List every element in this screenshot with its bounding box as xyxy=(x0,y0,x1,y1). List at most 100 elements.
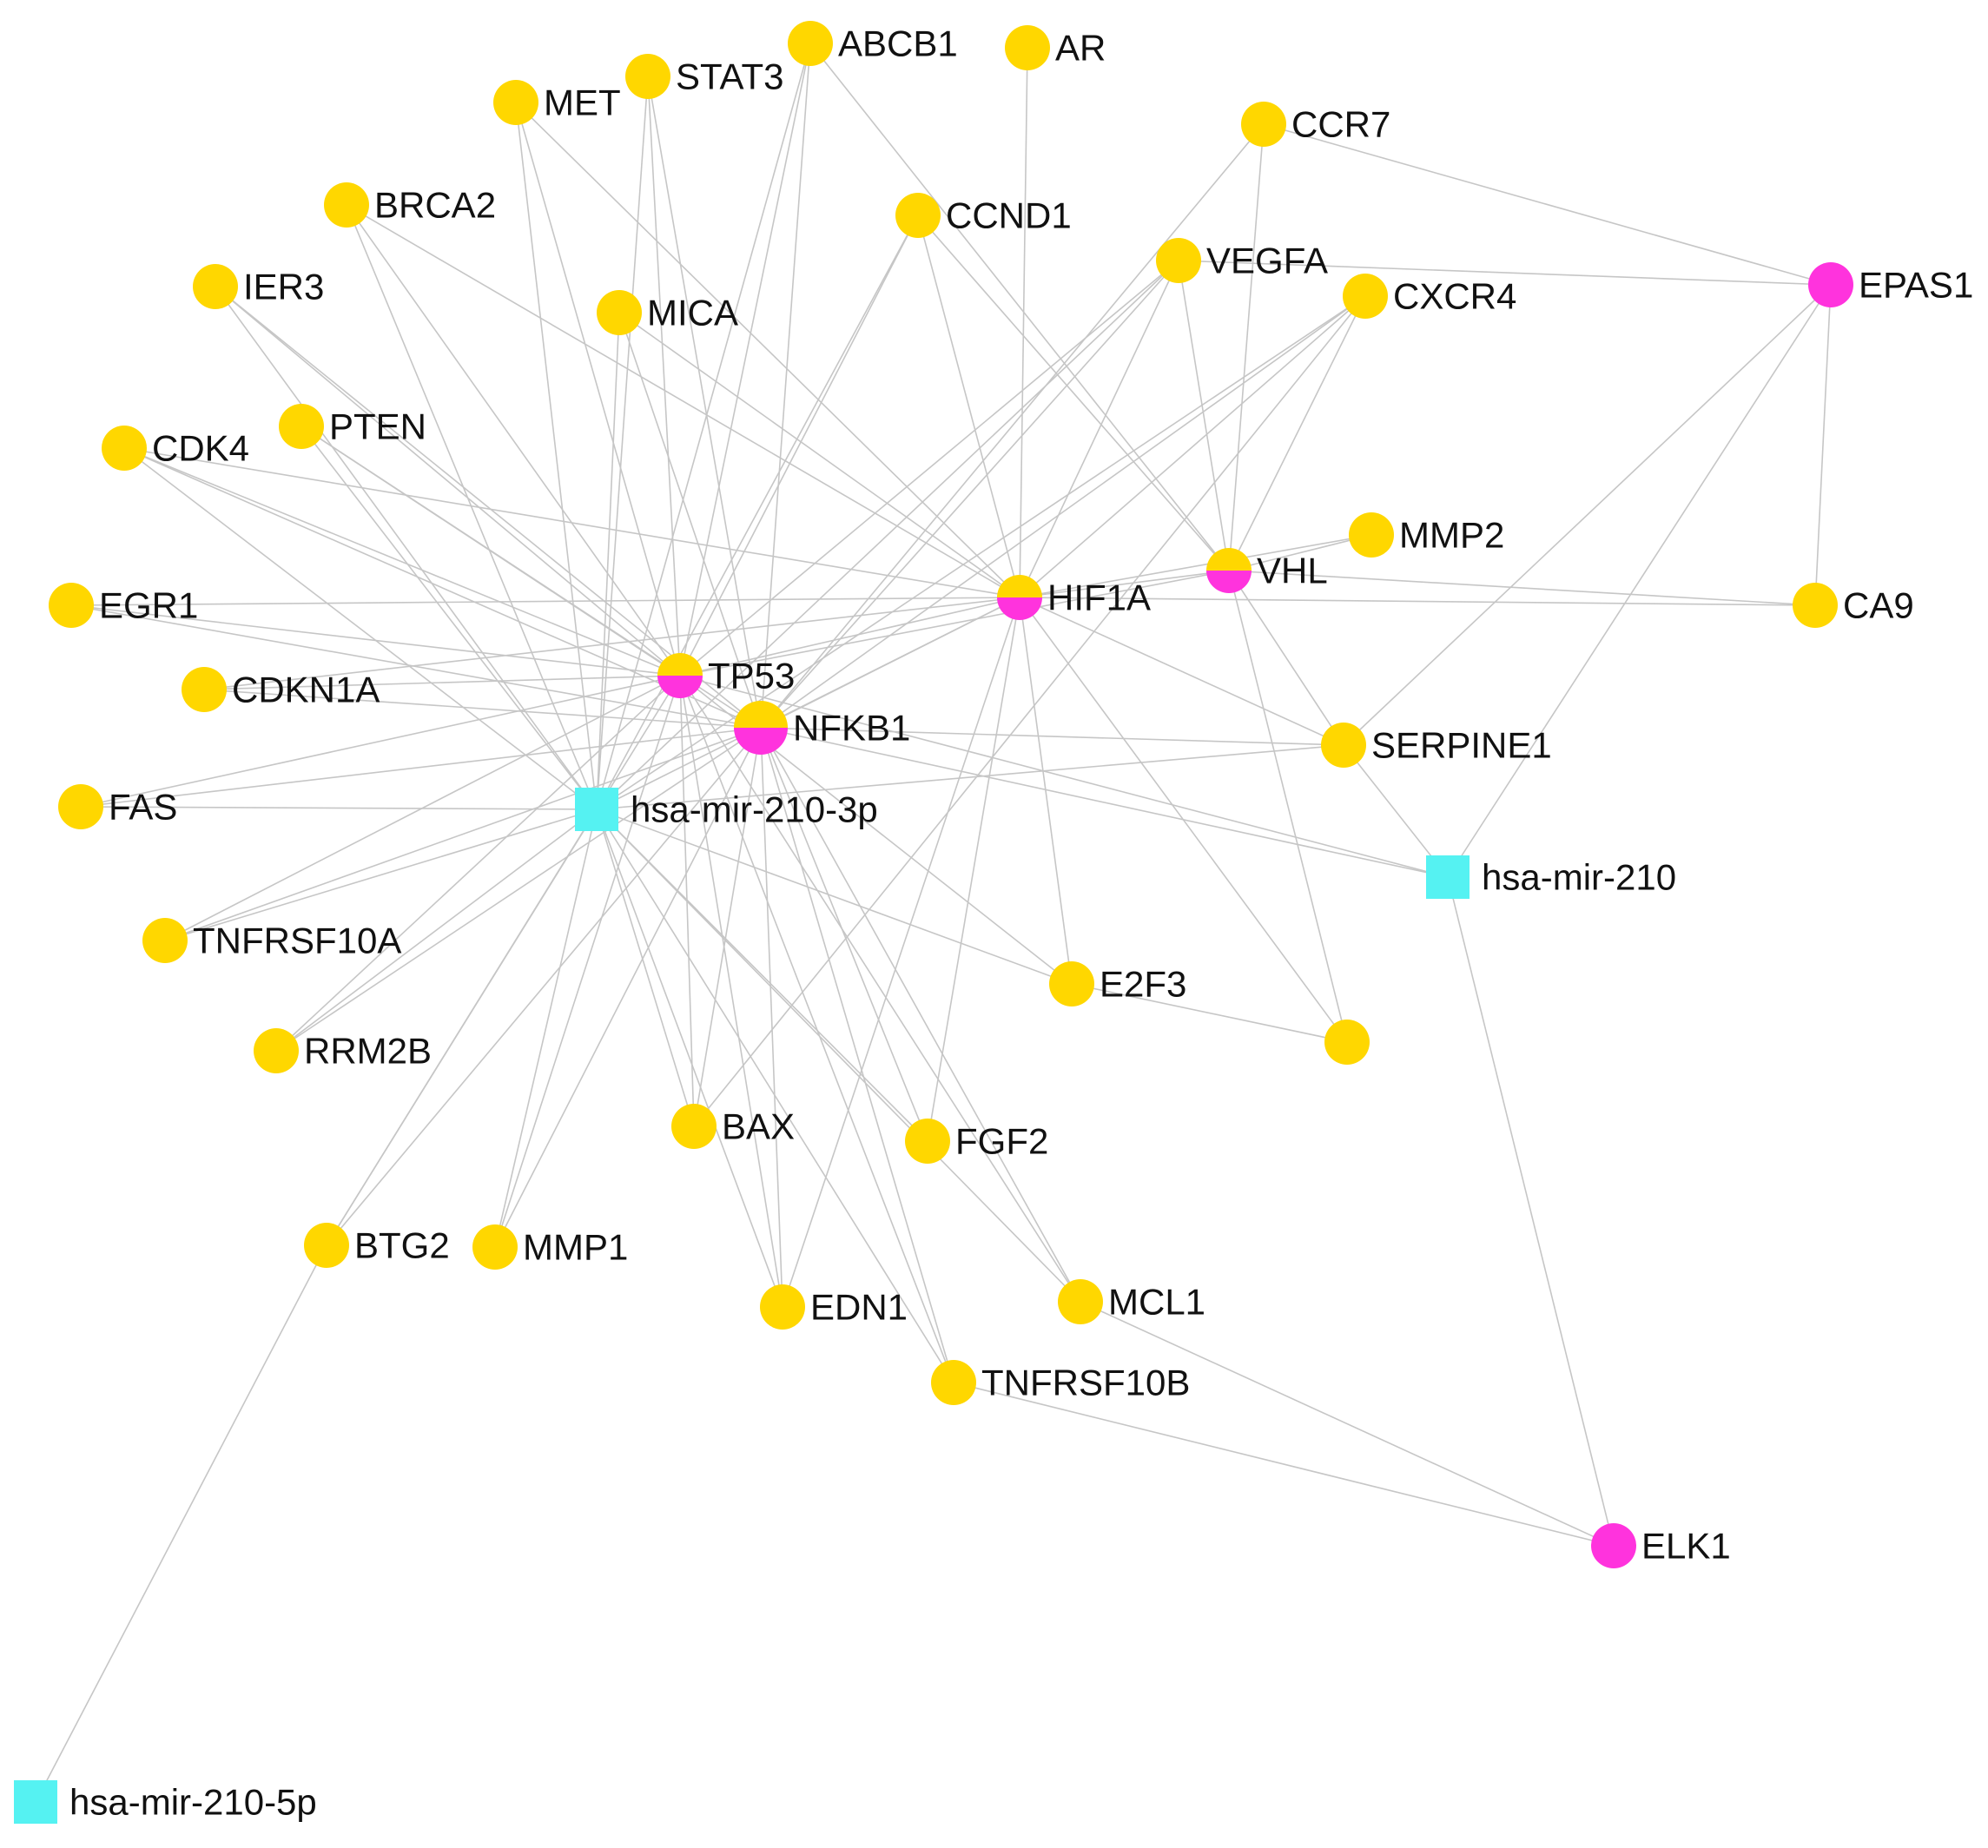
node-btg2[interactable]: BTG2 xyxy=(304,1223,450,1268)
node-cxcr4[interactable]: CXCR4 xyxy=(1343,274,1516,319)
edge-nfkb1-abcb1 xyxy=(760,43,811,729)
edge-mir3p-vegfa xyxy=(596,260,1179,810)
edge-mir3p-mmp1 xyxy=(494,808,598,1248)
edge-hif1a-e2f3 xyxy=(1019,597,1073,985)
edge-tp53-mcl1 xyxy=(679,675,1081,1303)
node-unlabeled-gene[interactable] xyxy=(1324,1020,1370,1065)
edge-tp53-cdk4 xyxy=(123,447,681,676)
edge-mir3p-ccnd1 xyxy=(596,214,919,810)
tf-half-marker xyxy=(997,597,1042,620)
node-label: STAT3 xyxy=(676,56,783,97)
edge-nfkb1-ier3 xyxy=(215,286,762,729)
node-hif1a[interactable]: HIF1A xyxy=(997,575,1151,620)
node-edn1[interactable]: EDN1 xyxy=(760,1284,908,1330)
gene-circle-marker xyxy=(102,426,147,471)
gene-circle-marker xyxy=(49,583,94,628)
node-pten[interactable]: PTEN xyxy=(279,404,426,449)
gene-half-marker xyxy=(734,701,788,728)
edge-tp53-abcb1 xyxy=(679,43,811,676)
edge-vhl-mmp2 xyxy=(1228,534,1372,571)
node-fas[interactable]: FAS xyxy=(58,784,177,829)
node-mmp2[interactable]: MMP2 xyxy=(1349,512,1504,558)
edge-vhl-unlabeled xyxy=(1228,570,1348,1043)
gene-circle-marker xyxy=(1343,274,1388,319)
tf-half-marker xyxy=(1206,571,1252,593)
node-label: IER3 xyxy=(243,267,324,307)
node-met[interactable]: MET xyxy=(493,80,621,125)
node-mcl1[interactable]: MCL1 xyxy=(1058,1279,1205,1324)
edge-tp53-cdkn1a xyxy=(203,675,681,690)
edge-mir210-tp53 xyxy=(679,675,1449,878)
gene-circle-marker xyxy=(625,54,670,99)
node-serpine1[interactable]: SERPINE1 xyxy=(1321,723,1552,768)
gene-circle-marker xyxy=(760,1284,805,1330)
mirna-square-marker xyxy=(575,788,618,831)
edge-mir3p-pten xyxy=(301,426,598,810)
node-label: BAX xyxy=(722,1106,795,1147)
node-brca2[interactable]: BRCA2 xyxy=(324,182,496,228)
gene-circle-marker xyxy=(1349,512,1394,558)
node-bax[interactable]: BAX xyxy=(671,1104,795,1149)
node-ca9[interactable]: CA9 xyxy=(1793,583,1914,628)
gene-circle-marker xyxy=(304,1223,349,1268)
node-ccr7[interactable]: CCR7 xyxy=(1241,102,1390,147)
node-cdk4[interactable]: CDK4 xyxy=(102,426,249,471)
edge-mir3p-bax xyxy=(596,808,695,1127)
edge-mir210-serpine1 xyxy=(1343,744,1449,878)
node-tp53[interactable]: TP53 xyxy=(657,653,795,698)
edge-tp53-ccnd1 xyxy=(679,214,919,676)
node-hsa-mir-210-3p[interactable]: hsa-mir-210-3p xyxy=(575,788,878,831)
node-label: HIF1A xyxy=(1047,578,1151,618)
edge-tp53-ier3 xyxy=(215,286,681,676)
node-stat3[interactable]: STAT3 xyxy=(625,54,783,99)
gene-circle-marker xyxy=(895,193,941,238)
node-abcb1[interactable]: ABCB1 xyxy=(788,21,958,66)
edge-hif1a-cdk4 xyxy=(123,447,1020,598)
node-label: VEGFA xyxy=(1206,241,1328,281)
node-fgf2[interactable]: FGF2 xyxy=(905,1119,1048,1164)
node-label: AR xyxy=(1055,28,1106,69)
edge-mir3p-brca2 xyxy=(346,204,598,810)
tf-circle-marker xyxy=(1591,1523,1636,1568)
node-cdkn1a[interactable]: CDKN1A xyxy=(182,667,380,712)
edge-epas1-ca9 xyxy=(1814,284,1832,606)
edge-mir3p-rrm2b xyxy=(275,808,598,1052)
edge-tp53-edn1 xyxy=(679,675,783,1308)
edge-mir3p-e2f3 xyxy=(596,808,1073,985)
node-hsa-mir-210-5p[interactable]: hsa-mir-210-5p xyxy=(14,1780,317,1824)
node-hsa-mir-210[interactable]: hsa-mir-210 xyxy=(1426,855,1676,899)
node-ier3[interactable]: IER3 xyxy=(193,264,324,309)
edge-hif1a-unlabeled xyxy=(1019,597,1348,1043)
node-ar[interactable]: AR xyxy=(1005,25,1106,70)
gene-circle-marker xyxy=(931,1360,976,1405)
gene-half-marker xyxy=(997,575,1042,597)
edge-nfkb1-stat3 xyxy=(647,76,762,729)
node-vhl[interactable]: VHL xyxy=(1206,548,1328,593)
node-vegfa[interactable]: VEGFA xyxy=(1156,238,1328,283)
edge-hif1a-vegfa xyxy=(1019,260,1179,598)
node-label: MMP1 xyxy=(523,1227,628,1268)
node-nfkb1[interactable]: NFKB1 xyxy=(734,701,910,755)
node-label: MMP2 xyxy=(1399,515,1504,556)
edge-hif1a-serpine1 xyxy=(1019,597,1344,746)
node-elk1[interactable]: ELK1 xyxy=(1591,1523,1731,1568)
edge-epas1-serpine1 xyxy=(1343,284,1832,746)
node-egr1[interactable]: EGR1 xyxy=(49,583,198,628)
node-epas1[interactable]: EPAS1 xyxy=(1808,262,1973,307)
edge-nfkb1-fas xyxy=(80,727,762,808)
edge-nfkb1-egr1 xyxy=(70,604,762,729)
node-label: MET xyxy=(544,82,621,123)
node-tnfrsf10a[interactable]: TNFRSF10A xyxy=(142,918,401,963)
node-label: RRM2B xyxy=(304,1031,432,1072)
gene-circle-marker xyxy=(472,1224,518,1270)
edge-nfkb1-bax xyxy=(693,727,762,1127)
edge-nfkb1-cdk4 xyxy=(123,447,762,729)
node-ccnd1[interactable]: CCND1 xyxy=(895,193,1072,238)
node-mmp1[interactable]: MMP1 xyxy=(472,1224,628,1270)
gene-circle-marker xyxy=(58,784,103,829)
node-mica[interactable]: MICA xyxy=(597,290,738,335)
node-e2f3[interactable]: E2F3 xyxy=(1049,961,1186,1006)
node-tnfrsf10b[interactable]: TNFRSF10B xyxy=(931,1360,1190,1405)
node-rrm2b[interactable]: RRM2B xyxy=(254,1028,432,1073)
gene-circle-marker xyxy=(1156,238,1201,283)
